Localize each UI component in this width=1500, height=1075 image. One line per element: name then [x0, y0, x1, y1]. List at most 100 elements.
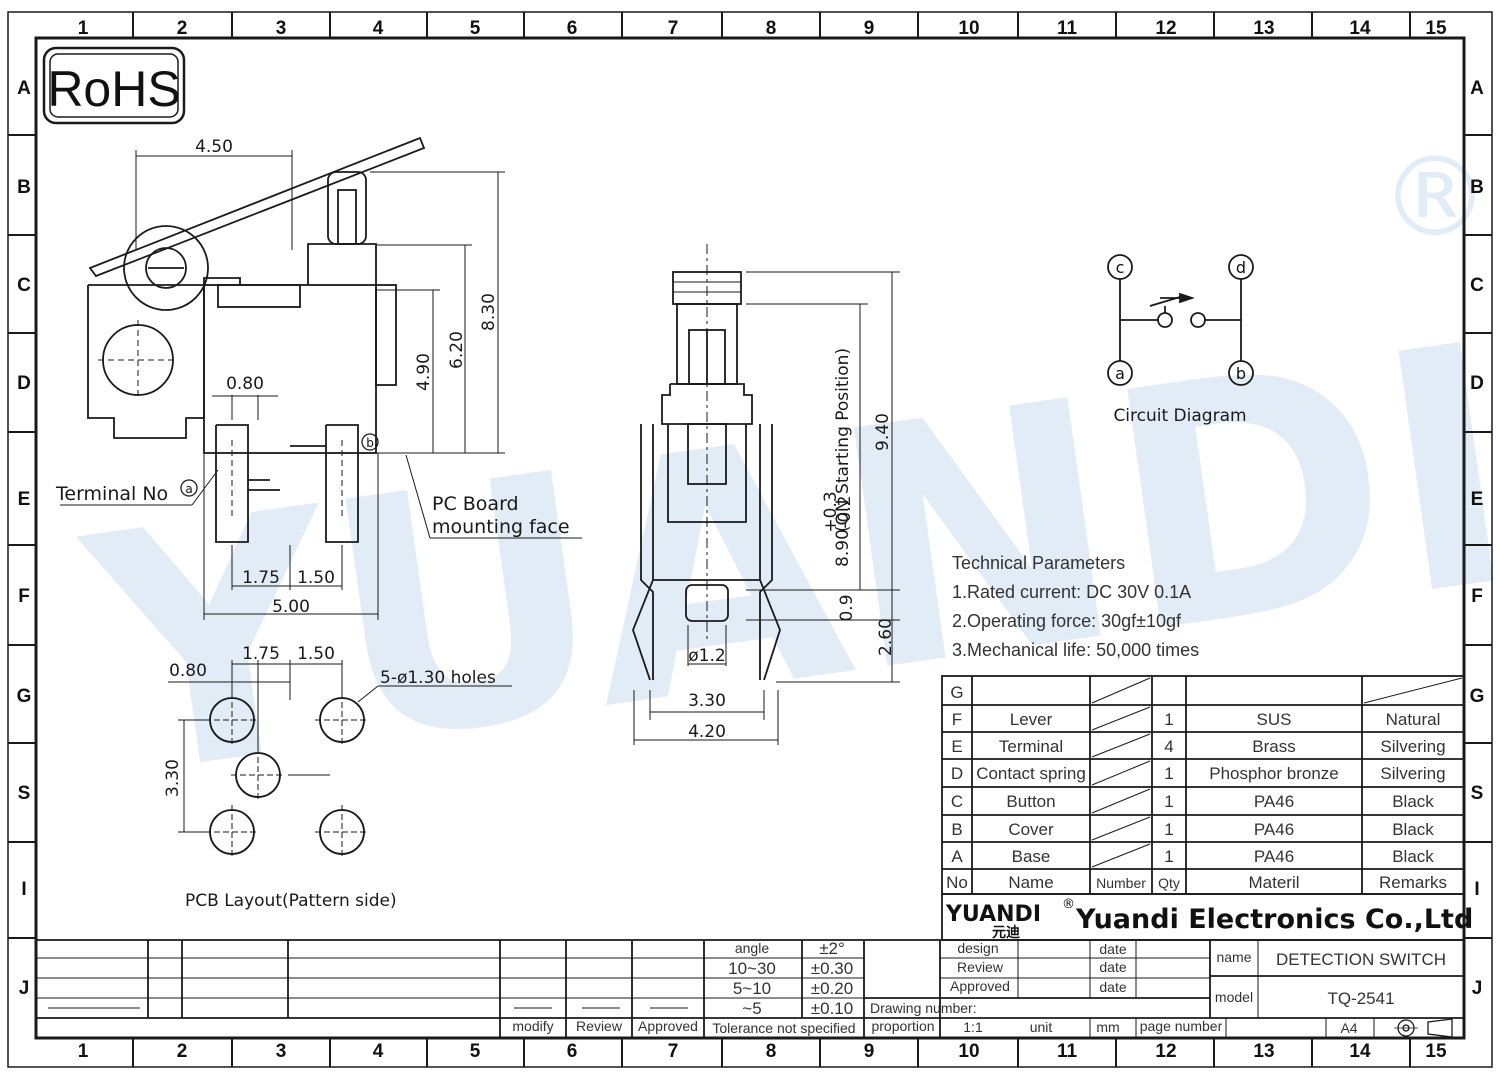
- grid-labels-rows: A B C D E F G S I J A B C D E F G S I J: [17, 78, 1485, 999]
- bom-qty: 1: [1164, 792, 1173, 811]
- grid-row-j-right: J: [1472, 978, 1483, 999]
- tb-date-3: date: [1099, 979, 1126, 995]
- tb-model-label: model: [1215, 989, 1253, 1005]
- circuit-node-a: a: [1115, 364, 1125, 383]
- grid-col-4: 4: [373, 18, 384, 39]
- grid-row-g: G: [17, 686, 32, 707]
- inner-frame: [34, 36, 1466, 1040]
- circuit-caption: Circuit Diagram: [1113, 406, 1246, 426]
- grid-col-6-bottom: 6: [567, 1041, 578, 1062]
- tech-title: Technical Parameters: [952, 553, 1125, 573]
- tb-design: design: [957, 940, 998, 956]
- tol-range-3: ~5: [742, 999, 761, 1018]
- grid-col-2-bottom: 2: [177, 1041, 188, 1062]
- pcb-dim-0-80: 0.80: [169, 661, 207, 681]
- grid-col-11-bottom: 11: [1057, 1041, 1078, 1062]
- bom-material: Brass: [1252, 737, 1295, 756]
- grid-row-s: S: [18, 783, 31, 804]
- grid-labels-top: 1 2 3 4 5 6 7 8 9 10 11 12 13 14 15: [78, 18, 1447, 39]
- grid-row-d: D: [17, 373, 31, 394]
- grid-col-10: 10: [958, 18, 979, 39]
- tb-date-1: date: [1099, 941, 1126, 957]
- pcb-dim-1-50: 1.50: [297, 644, 335, 664]
- bom-material: Phosphor bronze: [1209, 764, 1338, 783]
- tb-model-value: TQ-2541: [1327, 989, 1394, 1008]
- title-block-text: angle ±2° 10~30 ±0.30 5~10 ±0.20 ~5 ±0.1…: [512, 939, 1446, 1036]
- tb-approved: Approved: [950, 978, 1010, 994]
- grid-row-i: I: [21, 879, 26, 900]
- grid-row-j: J: [19, 978, 30, 999]
- grid-row-a: A: [17, 78, 31, 99]
- bom-material: PA46: [1254, 820, 1294, 839]
- tb-date-2: date: [1099, 959, 1126, 975]
- bom-code: D: [951, 764, 963, 783]
- front-view: [632, 244, 900, 745]
- dim-4-20: 4.20: [688, 722, 726, 742]
- grid-row-c: C: [17, 275, 31, 296]
- grid-row-b-right: B: [1470, 177, 1484, 198]
- tb-unit-value: mm: [1096, 1019, 1119, 1035]
- grid-col-7-bottom: 7: [668, 1041, 679, 1062]
- company-reg-mark: ®: [1062, 897, 1075, 912]
- bom-name: Base: [1012, 847, 1051, 866]
- grid-col-3: 3: [276, 18, 287, 39]
- tol-range-3-value: ±0.10: [811, 999, 853, 1018]
- grid-col-2: 2: [177, 18, 188, 39]
- bom-name: Lever: [1010, 710, 1053, 729]
- grid-row-f-right: F: [1471, 586, 1483, 607]
- circuit-node-d: d: [1236, 258, 1246, 277]
- grid-row-b: B: [17, 177, 31, 198]
- circuit-node-b: b: [1236, 364, 1246, 383]
- bom-header-material: Materil: [1248, 873, 1299, 892]
- rohs-label: RoHS: [47, 61, 180, 117]
- bom-name: Button: [1006, 792, 1055, 811]
- bom-rows: G F Lever 1 SUS Natural E Terminal 4 Bra…: [946, 683, 1447, 892]
- rev-approved: Approved: [638, 1018, 698, 1034]
- bom-remarks: Natural: [1386, 710, 1441, 729]
- title-block-lines: [36, 939, 1464, 1038]
- company-block: YUANDI 元迪 ® Yuandi Electronics Co.,Ltd: [945, 897, 1473, 941]
- dim-phi-1-2: ø1.2: [688, 646, 725, 666]
- dim-8-30: 8.30: [479, 293, 499, 331]
- tb-scale: 1:1: [963, 1019, 983, 1035]
- terminal-b-label: b: [366, 436, 374, 450]
- grid-ticks: [8, 12, 1492, 1067]
- bom-code: C: [951, 792, 963, 811]
- tech-item-1: 1.Rated current: DC 30V 0.1A: [952, 582, 1191, 602]
- dim-6-20: 6.20: [447, 331, 467, 369]
- outer-frame: [7, 11, 1493, 1068]
- bom-name: Terminal: [999, 737, 1063, 756]
- tech-item-2: 2.Operating force: 30gf±10gf: [952, 611, 1182, 631]
- grid-col-13-bottom: 13: [1253, 1041, 1274, 1062]
- dim-8-90: 8.90: [833, 529, 853, 567]
- grid-row-g-right: G: [1470, 686, 1485, 707]
- tol-caption: Tolerance not specified: [712, 1020, 855, 1036]
- grid-col-5: 5: [470, 18, 481, 39]
- tol-range-1-value: ±0.30: [811, 959, 853, 978]
- tb-unit: unit: [1030, 1019, 1053, 1035]
- bom-header-number: Number: [1096, 875, 1146, 891]
- rohs-badge: RoHS: [42, 46, 186, 125]
- bom-material: SUS: [1257, 710, 1292, 729]
- company-name: Yuandi Electronics Co.,Ltd: [1075, 904, 1473, 935]
- tb-proportion: proportion: [871, 1018, 934, 1034]
- grid-labels-bottom: 1 2 3 4 5 6 7 8 9 10 11 12 13 14 15: [78, 1041, 1447, 1062]
- grid-col-9-bottom: 9: [864, 1041, 875, 1062]
- dim-tol-plus: +0.3: [821, 491, 841, 532]
- rev-review: Review: [576, 1018, 623, 1034]
- company-logo-text: YUANDI: [945, 902, 1041, 927]
- tol-angle-value: ±2°: [819, 939, 845, 958]
- registered-watermark: ®: [1380, 133, 1490, 261]
- grid-row-e-right: E: [1471, 489, 1484, 510]
- dim-0-80: 0.80: [226, 374, 264, 394]
- bom-remarks: Black: [1392, 820, 1434, 839]
- grid-col-10-bottom: 10: [958, 1041, 979, 1062]
- company-logo-cn: 元迪: [992, 924, 1020, 941]
- dim-4-50: 4.50: [195, 137, 233, 157]
- terminal-a-label: a: [185, 482, 192, 496]
- bom-qty: 1: [1164, 820, 1173, 839]
- tol-range-2: 5~10: [733, 979, 771, 998]
- bom-qty: 1: [1164, 764, 1173, 783]
- bom-remarks: Silvering: [1380, 764, 1445, 783]
